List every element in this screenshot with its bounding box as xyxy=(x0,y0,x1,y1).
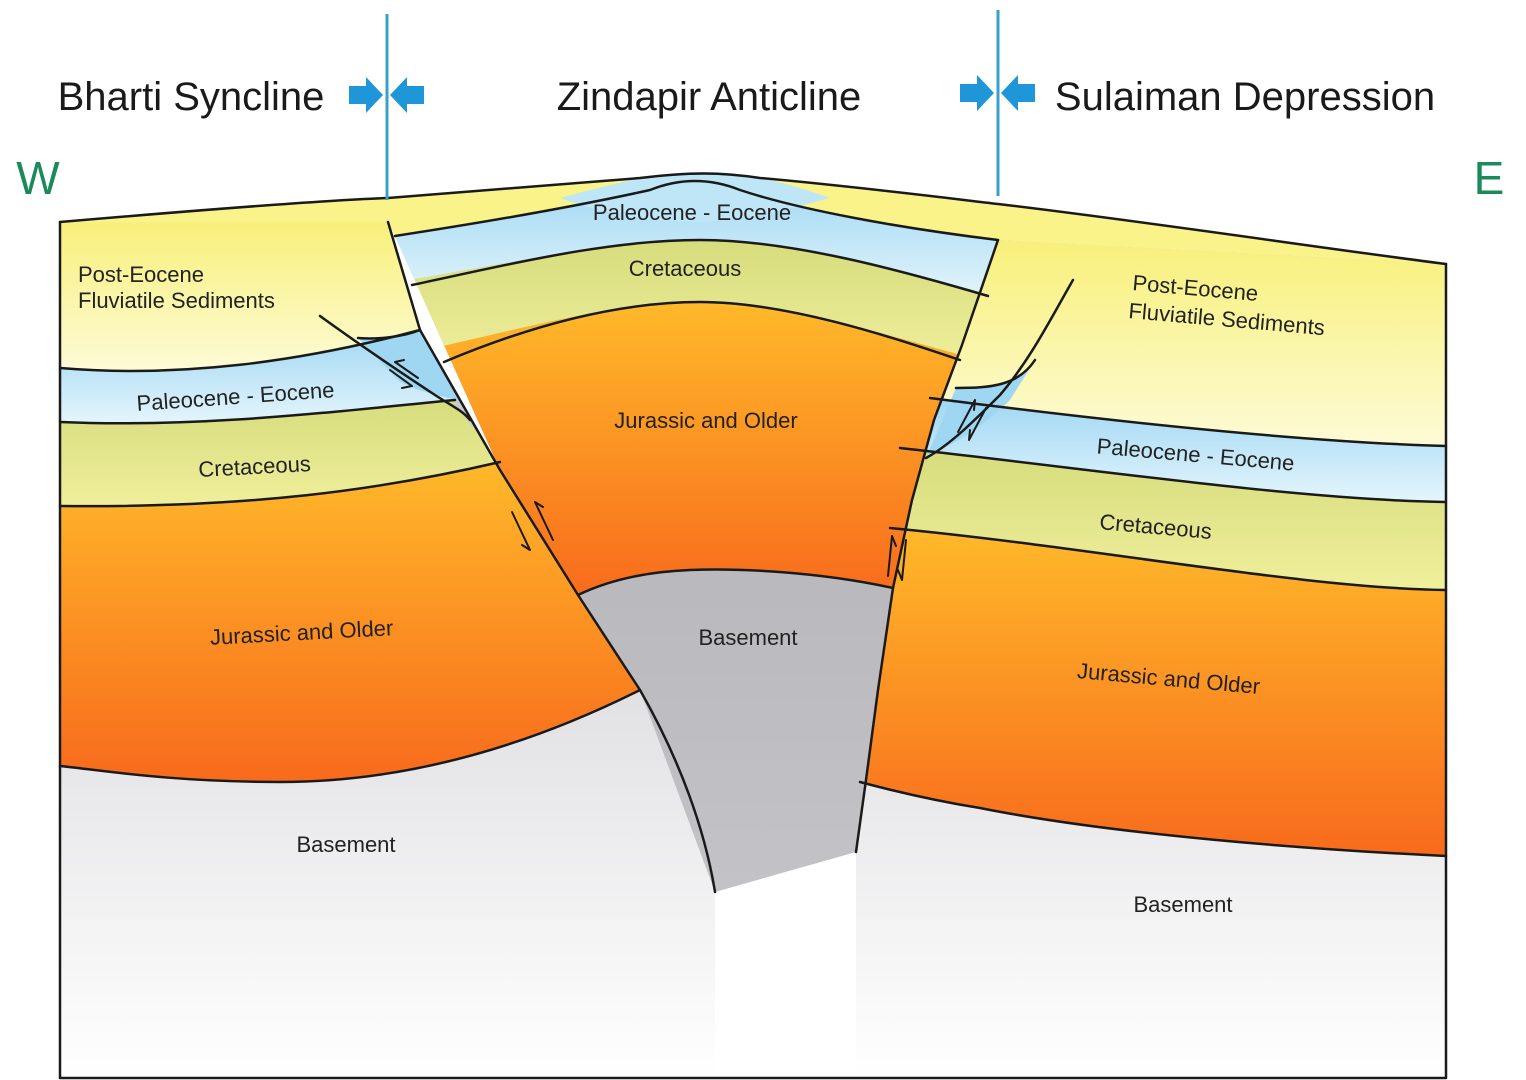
fault-motion-arrow-icon xyxy=(887,535,907,581)
fault-motion-arrow-icon xyxy=(511,501,554,551)
east-main-fault xyxy=(854,238,1000,854)
label-central-basement: Basement xyxy=(698,625,797,650)
east-paleocene-layer xyxy=(900,398,1446,502)
converging-arrows-icon xyxy=(349,77,424,113)
fault-motion-arrow-icon xyxy=(957,399,987,441)
surface-paleocene-crest xyxy=(560,172,830,222)
west-jurassic-layer xyxy=(60,462,640,782)
converging-arrows-icon xyxy=(960,75,1035,111)
region-title-sulaiman-depression: Sulaiman Depression xyxy=(1055,75,1435,119)
fault-motion-arrows xyxy=(389,359,987,581)
west-cretaceous-layer xyxy=(60,398,500,507)
label-west-post-eocene-line2: Fluviatile Sediments xyxy=(78,288,275,313)
label-west-cretaceous: Cretaceous xyxy=(198,451,312,482)
label-central-jurassic: Jurassic and Older xyxy=(614,408,797,433)
central-cretaceous-layer xyxy=(395,240,998,368)
compass-west: W xyxy=(16,152,60,204)
label-west-post-eocene-line1: Post-Eocene xyxy=(78,262,204,287)
west-paleocene-layer xyxy=(60,330,455,424)
west-fault-wedge xyxy=(358,330,458,400)
label-east-basement: Basement xyxy=(1133,892,1232,917)
block-boundaries xyxy=(385,10,1000,200)
fault-motion-arrow-icon xyxy=(389,359,419,389)
surface-sediment-strip xyxy=(60,173,1446,264)
west-splay-fault xyxy=(318,314,472,422)
east-jurassic-layer xyxy=(860,528,1446,856)
label-central-paleocene-eocene: Paleocene - Eocene xyxy=(593,200,791,225)
region-title-zindapir-anticline: Zindapir Anticline xyxy=(557,75,862,119)
east-splay-fault xyxy=(924,278,1075,460)
east-cretaceous-layer xyxy=(890,448,1446,590)
section-outlines xyxy=(58,172,1448,1080)
label-west-basement: Basement xyxy=(296,832,395,857)
central-jurassic-layer xyxy=(395,302,998,600)
region-title-bharti-syncline: Bharti Syncline xyxy=(58,75,325,119)
faults xyxy=(318,220,1075,894)
east-post-eocene-layer xyxy=(930,240,1446,446)
west-post-eocene-layer xyxy=(60,222,420,371)
label-central-cretaceous: Cretaceous xyxy=(629,256,742,281)
west-main-fault xyxy=(386,220,717,894)
compass-east: E xyxy=(1474,152,1505,204)
